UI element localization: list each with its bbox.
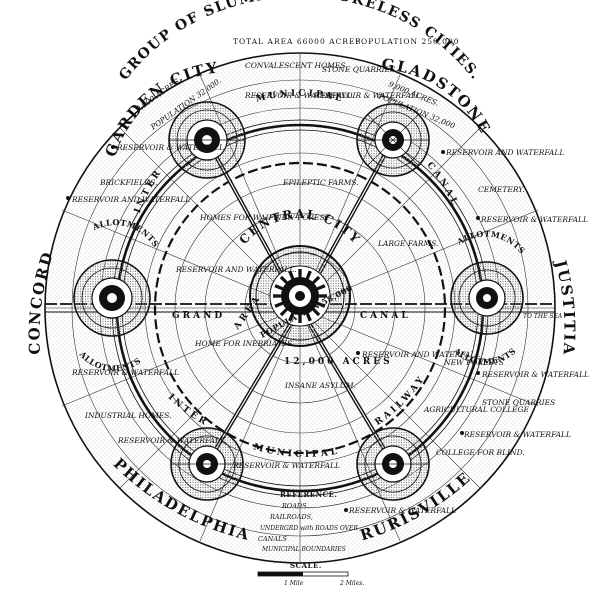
- gear-tooth: [279, 306, 290, 317]
- gear-tooth: [305, 311, 312, 322]
- label-reservoir-9: RESERVOIR & WATERFALL: [481, 370, 589, 379]
- label-grand: GRAND: [172, 311, 225, 321]
- central-city-gear: [273, 269, 327, 323]
- town-gladstone: [356, 103, 430, 177]
- reference-legend: REFERENCE. ROADS. RAILROADS, UNDERGRD wi…: [258, 490, 358, 553]
- gear-tooth: [274, 301, 285, 308]
- label-stone-quarries-2: STONE QUARRIES: [482, 398, 555, 407]
- gear-tooth: [310, 275, 321, 286]
- label-home-for-inebriates: HOME FOR INEBRIATES.: [194, 339, 294, 348]
- scale-heading: SCALE.: [290, 561, 322, 570]
- inter-municipal-canal: [153, 161, 447, 455]
- label-large-farms: LARGE FARMS.: [377, 239, 438, 248]
- gear-tooth: [288, 311, 295, 322]
- label-new-forest: NEW FOREST: [274, 213, 331, 222]
- total-population: POPULATION 250,000: [355, 37, 460, 46]
- gear-tooth: [279, 275, 290, 286]
- label-insane-asylum: INSANE ASYLUM.: [284, 381, 356, 390]
- reference-roads: ROADS.: [281, 502, 308, 510]
- town-philadelphia: [170, 427, 244, 501]
- label-reservoir-14: RESERVOIR & WATERFALL: [348, 506, 456, 515]
- label-industrial-homes: INDUSTRIAL HOMES.: [84, 411, 172, 420]
- label-reservoir-7: RESERVOIR AND WATERFALL.: [175, 265, 297, 274]
- label-epileptic-farms: EPILEPTIC FARMS.: [282, 178, 359, 187]
- gear-tooth: [288, 270, 295, 281]
- label-reservoir-4: RESERVOIR AND WATERFALL: [445, 148, 564, 157]
- label-stone-quarries-1: STONE QUARRIES: [322, 65, 395, 74]
- label-cemetery: CEMETERY.: [478, 185, 525, 194]
- reference-municipal-boundaries: MUNICIPAL BOUNDARIES: [261, 546, 346, 553]
- label-reservoir-6: RESERVOIR & WATERFALL: [480, 215, 588, 224]
- gear-tooth: [298, 269, 302, 280]
- label-homes-for-waifs: HOMES FOR WAIFS.: [199, 213, 281, 222]
- scale-bar: SCALE. 1 Mile 2 Miles.: [257, 561, 364, 587]
- town-justitia: [450, 261, 524, 335]
- scale-one-mile: 1 Mile: [284, 580, 304, 587]
- gear-tooth: [316, 294, 327, 298]
- label-to-the-sea: TO THE SEA: [523, 313, 563, 320]
- label-college-for-blind: COLLEGE FOR BLIND.: [436, 448, 525, 457]
- label-reservoir-10: RESERVOIR & WATERFALL: [71, 368, 179, 377]
- reservoir-markers: [66, 145, 480, 512]
- gear-tooth: [274, 284, 285, 291]
- label-new-forests: NEW FORESTS: [443, 358, 504, 367]
- town-garden-city: [168, 101, 246, 179]
- label-reservoir-1: RESERVOIR & WATERFALL.: [244, 91, 354, 100]
- reference-railroads: RAILROADS,: [269, 513, 313, 521]
- reference-heading: REFERENCE.: [280, 490, 337, 499]
- label-reservoir-3: RESERVOIR & WATERFALL: [116, 143, 224, 152]
- central-city-acres-number: 12,000 ACRES: [284, 357, 393, 367]
- label-convalescent-homes: CONVALESCENT HOMES.: [245, 61, 348, 70]
- town-concord: [73, 259, 151, 337]
- reference-canals: CANALS: [258, 535, 287, 543]
- label-brickfields: BRICKFIELDS.: [99, 178, 157, 187]
- feature-labels: CONVALESCENT HOMES. RESERVOIR & WATERFAL…: [71, 61, 589, 515]
- scale-two-miles: 2 Miles.: [339, 580, 364, 587]
- gear-tooth: [315, 301, 326, 308]
- label-reservoir-11: RESERVOIR & WATERFALL: [463, 430, 571, 439]
- total-area: TOTAL AREA 66000 ACRES.: [233, 37, 365, 46]
- central-city: [249, 245, 351, 347]
- label-reservoir-13: RESERVOIR & WATERFALL: [232, 461, 340, 470]
- label-reservoir-5: RESERVOIR AND WATERFALL: [71, 195, 190, 204]
- label-reservoir-2: RESERVOIR & WATERFALL.: [313, 91, 423, 100]
- label-canal-right: CANAL: [360, 311, 411, 321]
- gear-tooth: [298, 312, 302, 323]
- gear-tooth: [273, 294, 284, 298]
- reference-underground: UNDERGRD with ROADS OVER: [260, 525, 358, 532]
- label-reservoir-12: RESERVOIR & WATERFALL: [117, 436, 225, 445]
- label-reservoir-8: RESERVOIR AND WATERFALL: [361, 350, 480, 359]
- label-agricultural-college: AGRICULTURAL COLLEGE: [423, 405, 530, 414]
- gear-tooth: [305, 270, 312, 281]
- gear-tooth: [310, 306, 321, 317]
- gear-tooth: [315, 284, 326, 291]
- town-rurisville: [356, 427, 430, 501]
